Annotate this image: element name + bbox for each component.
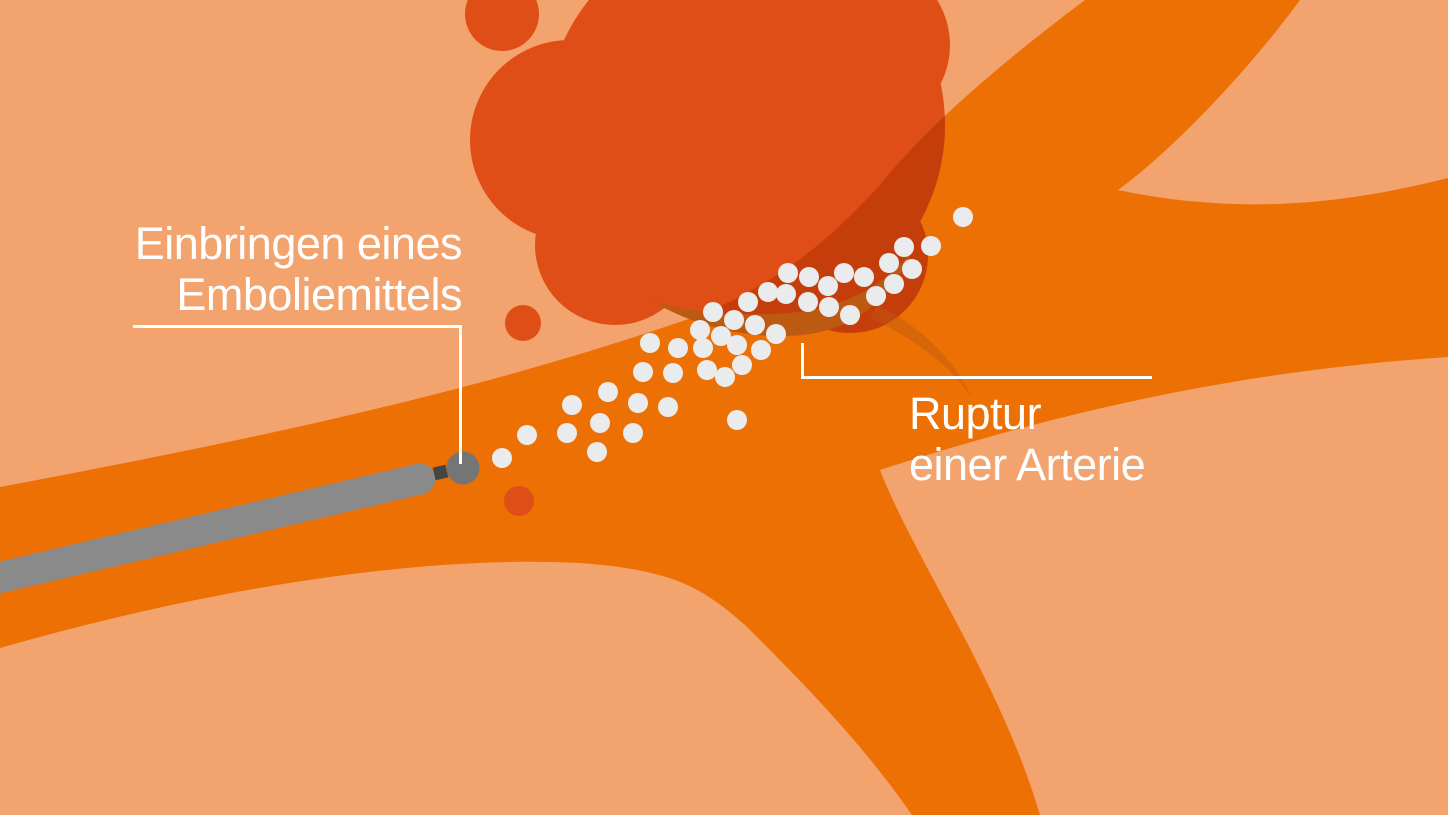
embolic-particle bbox=[711, 326, 731, 346]
embolic-particle bbox=[715, 367, 735, 387]
embolic-particle bbox=[562, 395, 582, 415]
catheter-tip bbox=[446, 451, 480, 485]
blood-droplet bbox=[505, 305, 541, 341]
embolic-particle bbox=[921, 236, 941, 256]
label-rupture-line1: Ruptur bbox=[909, 388, 1042, 439]
embolic-particle bbox=[557, 423, 577, 443]
artery-rupture-shadow bbox=[870, 305, 972, 398]
embolic-particle bbox=[776, 284, 796, 304]
embolic-particle bbox=[640, 333, 660, 353]
embolic-particle bbox=[751, 340, 771, 360]
embolic-particle bbox=[798, 292, 818, 312]
embolic-particle bbox=[727, 410, 747, 430]
embolic-particle bbox=[727, 335, 747, 355]
embolic-particle bbox=[668, 338, 688, 358]
embolic-particle bbox=[799, 267, 819, 287]
catheter-connector bbox=[432, 464, 449, 481]
embolic-particle bbox=[732, 355, 752, 375]
embolic-particle bbox=[879, 253, 899, 273]
catheter-shaft bbox=[0, 463, 436, 594]
embolic-particle bbox=[738, 292, 758, 312]
embolic-particle bbox=[758, 282, 778, 302]
embolic-particle bbox=[633, 362, 653, 382]
embolic-particle bbox=[590, 413, 610, 433]
embolic-particle bbox=[866, 286, 886, 306]
embolic-particle bbox=[587, 442, 607, 462]
embolic-particle bbox=[884, 274, 904, 294]
embolic-particle bbox=[690, 320, 710, 340]
embolic-particle bbox=[658, 397, 678, 417]
blood-droplet bbox=[465, 0, 539, 51]
embolic-particle bbox=[628, 393, 648, 413]
embolic-particle bbox=[902, 259, 922, 279]
embolic-particle bbox=[745, 315, 765, 335]
embolic-particle bbox=[766, 324, 786, 344]
embolic-particle bbox=[819, 297, 839, 317]
callout-line-embolization bbox=[133, 325, 462, 464]
label-rupture: Ruptur einer Arterie bbox=[909, 388, 1146, 490]
embolic-particle bbox=[517, 425, 537, 445]
embolic-particle bbox=[598, 382, 618, 402]
embolic-particle bbox=[953, 207, 973, 227]
embolic-particle bbox=[834, 263, 854, 283]
blood-droplets bbox=[465, 0, 541, 516]
label-rupture-line2: einer Arterie bbox=[909, 439, 1146, 490]
embolic-particle bbox=[697, 360, 717, 380]
embolic-particle bbox=[840, 305, 860, 325]
label-embolization-line2: Emboliemittels bbox=[176, 269, 462, 320]
embolic-particle bbox=[894, 237, 914, 257]
embolic-particle bbox=[703, 302, 723, 322]
label-embolization-line1: Einbringen eines bbox=[134, 218, 463, 269]
embolic-particle bbox=[778, 263, 798, 283]
callout-line-rupture bbox=[801, 343, 1152, 379]
embolic-particle bbox=[623, 423, 643, 443]
embolic-particle bbox=[724, 310, 744, 330]
embolic-particle bbox=[663, 363, 683, 383]
label-embolization: Einbringen eines Emboliemittels bbox=[134, 218, 463, 320]
embolic-particles bbox=[492, 207, 973, 468]
embolic-particle bbox=[854, 267, 874, 287]
blood-droplet bbox=[504, 486, 534, 516]
embolic-particle bbox=[818, 276, 838, 296]
catheter bbox=[0, 451, 480, 594]
embolic-particle bbox=[693, 338, 713, 358]
embolic-particle bbox=[492, 448, 512, 468]
